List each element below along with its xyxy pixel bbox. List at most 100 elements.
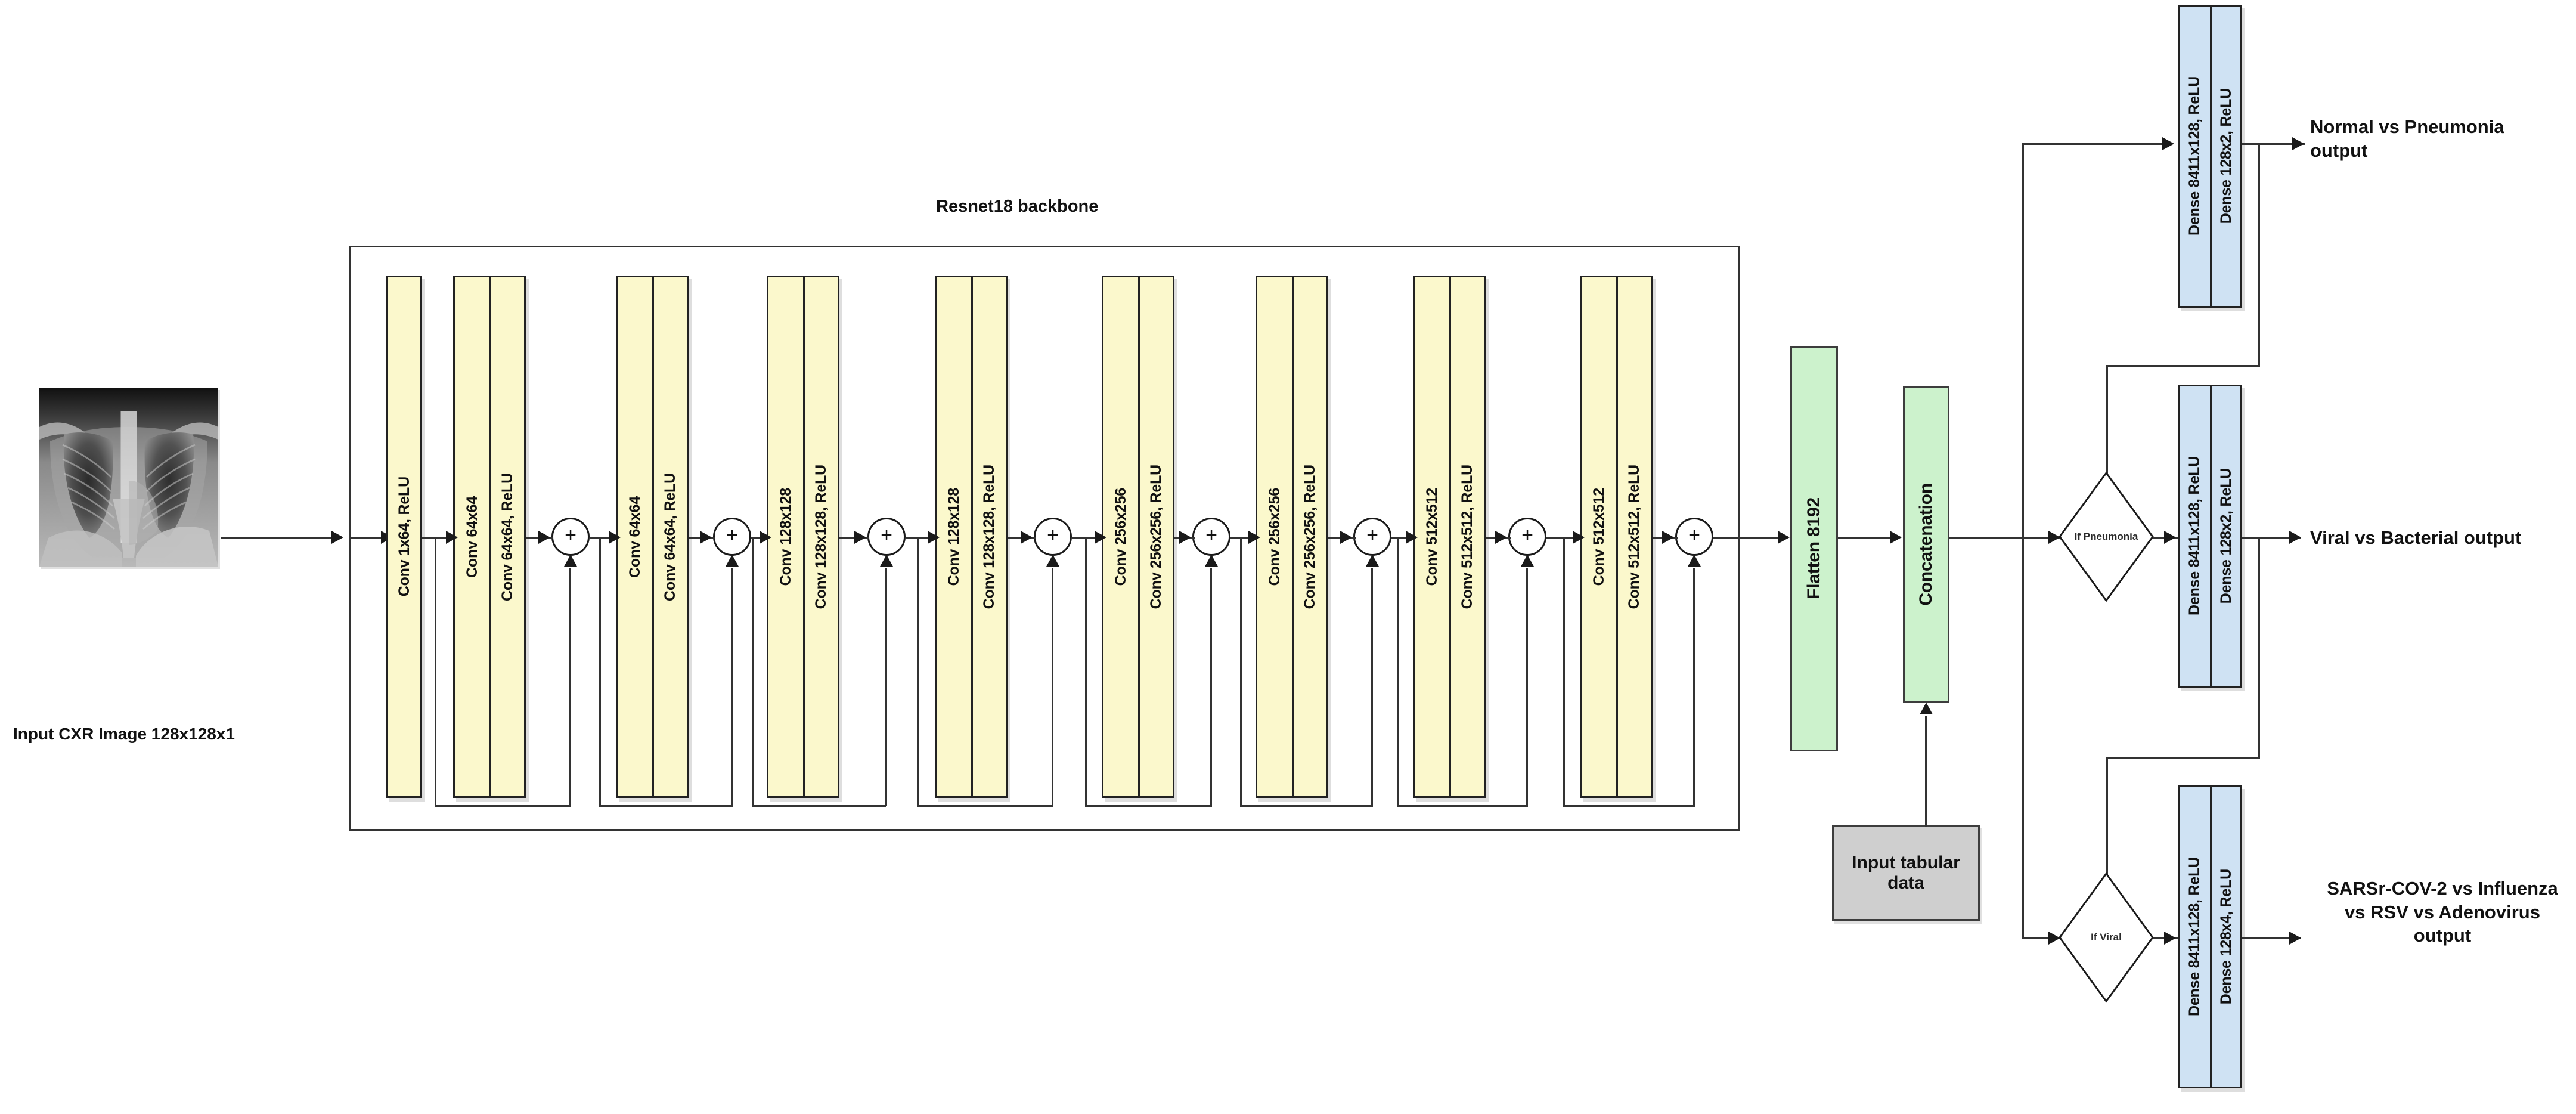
- residual-add-7: +: [1508, 518, 1546, 556]
- skip-6-up: [1371, 568, 1373, 806]
- conv-block-res1a[interactable]: Conv 64x64 Conv 64x64, ReLU: [453, 276, 526, 798]
- dense-head-normal-vs-pneumonia[interactable]: Dense 8411x128, ReLU Dense 128x2, ReLU: [2178, 5, 2242, 308]
- conv-panel: Conv 256x256: [1257, 277, 1292, 796]
- conv-panel: Conv 256x256, ReLU: [1138, 277, 1173, 796]
- conv-block-res3a[interactable]: Conv 256x256 Conv 256x256, ReLU: [1102, 276, 1174, 798]
- conv-panel: Conv 256x256: [1103, 277, 1138, 796]
- conv-panel: Conv 1x64, ReLU: [388, 277, 420, 796]
- skip-1-down: [435, 537, 436, 806]
- skip-4-across: [917, 805, 1053, 807]
- edge-bus-to-if-pneumonia: [2022, 537, 2053, 539]
- backbone-title: Resnet18 backbone: [936, 197, 1099, 216]
- edge-add1-to-res1b: [590, 537, 612, 539]
- output-label-virus-type: SARSr-COV-2 vs Influenza vs RSV vs Adeno…: [2308, 877, 2576, 948]
- residual-add-4: +: [1034, 518, 1072, 556]
- arrowhead-head3: [2164, 932, 2176, 945]
- arrowhead-add6: [1340, 531, 1352, 544]
- conv-panel: Conv 256x256, ReLU: [1292, 277, 1326, 796]
- dense-panel: Dense 8411x128, ReLU: [2180, 7, 2210, 306]
- output-line: SARSr-COV-2 vs Influenza: [2327, 878, 2558, 899]
- arrowhead-add7: [1495, 531, 1507, 544]
- residual-add-1: +: [551, 518, 590, 556]
- edge-add6-to-res4a: [1391, 537, 1412, 539]
- edge-bus-to-head1: [2022, 143, 2165, 145]
- edge-head3-to-output: [2242, 937, 2301, 939]
- dense-panel: Dense 128x2, ReLU: [2210, 386, 2240, 686]
- arrowhead-add4: [1021, 531, 1033, 544]
- conv-block-res4a[interactable]: Conv 512x512 Conv 512x512, ReLU: [1413, 276, 1486, 798]
- arrowhead-if-pneumonia: [2048, 531, 2060, 544]
- arrowhead-skip-3: [880, 555, 893, 567]
- conv-panel: Conv 64x64, ReLU: [652, 277, 687, 796]
- output-line: Viral vs Bacterial output: [2310, 527, 2522, 548]
- dense-panel: Dense 128x2, ReLU: [2210, 7, 2240, 306]
- skip-5-across: [1085, 805, 1212, 807]
- conv-block-res2b[interactable]: Conv 128x128 Conv 128x128, ReLU: [935, 276, 1008, 798]
- conv-panel: Conv 128x128: [937, 277, 971, 796]
- edge-head2-to-output: [2242, 537, 2301, 539]
- output-label-normal-vs-pneumonia: Normal vs Pneumonia output: [2310, 115, 2560, 162]
- diamond-shape: [2059, 872, 2154, 1003]
- skip-3-up: [885, 568, 887, 806]
- skip-4-down: [917, 537, 919, 806]
- conv-block-res1b[interactable]: Conv 64x64 Conv 64x64, ReLU: [616, 276, 689, 798]
- edge-add3-to-res2b: [906, 537, 934, 539]
- conv-block-stem[interactable]: Conv 1x64, ReLU: [386, 276, 422, 798]
- decision-if-viral[interactable]: If Viral: [2058, 872, 2155, 1003]
- arrowhead-skip-1: [564, 555, 577, 567]
- arrowhead-add2: [700, 531, 712, 544]
- skip-6-across: [1240, 805, 1373, 807]
- arrowhead-head1: [2162, 137, 2174, 150]
- head2-feedback-down: [2258, 537, 2260, 759]
- diamond-shape: [2059, 471, 2154, 602]
- arrowhead-add5: [1179, 531, 1191, 544]
- arrowhead-concat: [1890, 531, 1902, 544]
- conv-block-res4b[interactable]: Conv 512x512 Conv 512x512, ReLU: [1580, 276, 1653, 798]
- arrowhead-res1b: [609, 531, 621, 544]
- head2-feedback-to-diamond: [2106, 757, 2108, 930]
- conv-panel: Conv 64x64, ReLU: [489, 277, 524, 796]
- skip-2-up: [731, 568, 733, 806]
- skip-8-across: [1563, 805, 1695, 807]
- residual-add-3: +: [867, 518, 906, 556]
- branch-bus-vertical: [2022, 143, 2024, 939]
- arrowhead-skip-6: [1366, 555, 1379, 567]
- cxr-radiograph: [39, 388, 218, 567]
- flatten-block[interactable]: Flatten 8192: [1790, 346, 1838, 751]
- edge-head1-to-output: [2242, 143, 2305, 145]
- arrowhead-res1a: [446, 531, 458, 544]
- residual-add-6: +: [1353, 518, 1391, 556]
- residual-add-2: +: [713, 518, 751, 556]
- skip-8-down: [1563, 537, 1565, 806]
- arrowhead-add8: [1662, 531, 1674, 544]
- arrowhead-res4b: [1573, 531, 1585, 544]
- conv-block-res2a[interactable]: Conv 128x128 Conv 128x128, ReLU: [767, 276, 839, 798]
- input-tabular-data-box[interactable]: Input tabular data: [1832, 825, 1980, 921]
- skip-5-down: [1085, 537, 1087, 806]
- conv-block-res3b[interactable]: Conv 256x256 Conv 256x256, ReLU: [1256, 276, 1328, 798]
- arrowhead-skip-8: [1688, 555, 1701, 567]
- input-cxr-caption: Input CXR Image 128x128x1: [13, 725, 235, 743]
- dense-head-viral-vs-bacterial[interactable]: Dense 8411x128, ReLU Dense 128x2, ReLU: [2178, 385, 2242, 688]
- decision-if-pneumonia[interactable]: If Pneumonia: [2058, 471, 2155, 602]
- arrowhead-skip-4: [1046, 555, 1059, 567]
- concatenation-block[interactable]: Concatenation: [1903, 386, 1949, 703]
- head1-feedback-across: [2106, 365, 2260, 367]
- skip-3-across: [752, 805, 886, 807]
- conv-panel: Conv 512x512, ReLU: [1449, 277, 1484, 796]
- arrowhead-res3b: [1248, 531, 1260, 544]
- conv-panel: Conv 128x128, ReLU: [971, 277, 1006, 796]
- arrowhead-cxr-to-backbone: [331, 531, 343, 544]
- residual-add-5: +: [1192, 518, 1230, 556]
- conv-panel: Conv 128x128: [768, 277, 803, 796]
- head2-feedback-across: [2106, 757, 2260, 759]
- edge-tabular-to-concat: [1925, 716, 1927, 827]
- edge-add7-to-res4b: [1546, 537, 1577, 539]
- head1-feedback-down: [2258, 143, 2260, 367]
- skip-3-down: [752, 537, 754, 806]
- skip-7-up: [1526, 568, 1528, 806]
- arrowhead-res2b: [928, 531, 940, 544]
- skip-4-up: [1052, 568, 1053, 806]
- dense-head-virus-type[interactable]: Dense 8411x128, ReLU Dense 128x4, ReLU: [2178, 785, 2242, 1088]
